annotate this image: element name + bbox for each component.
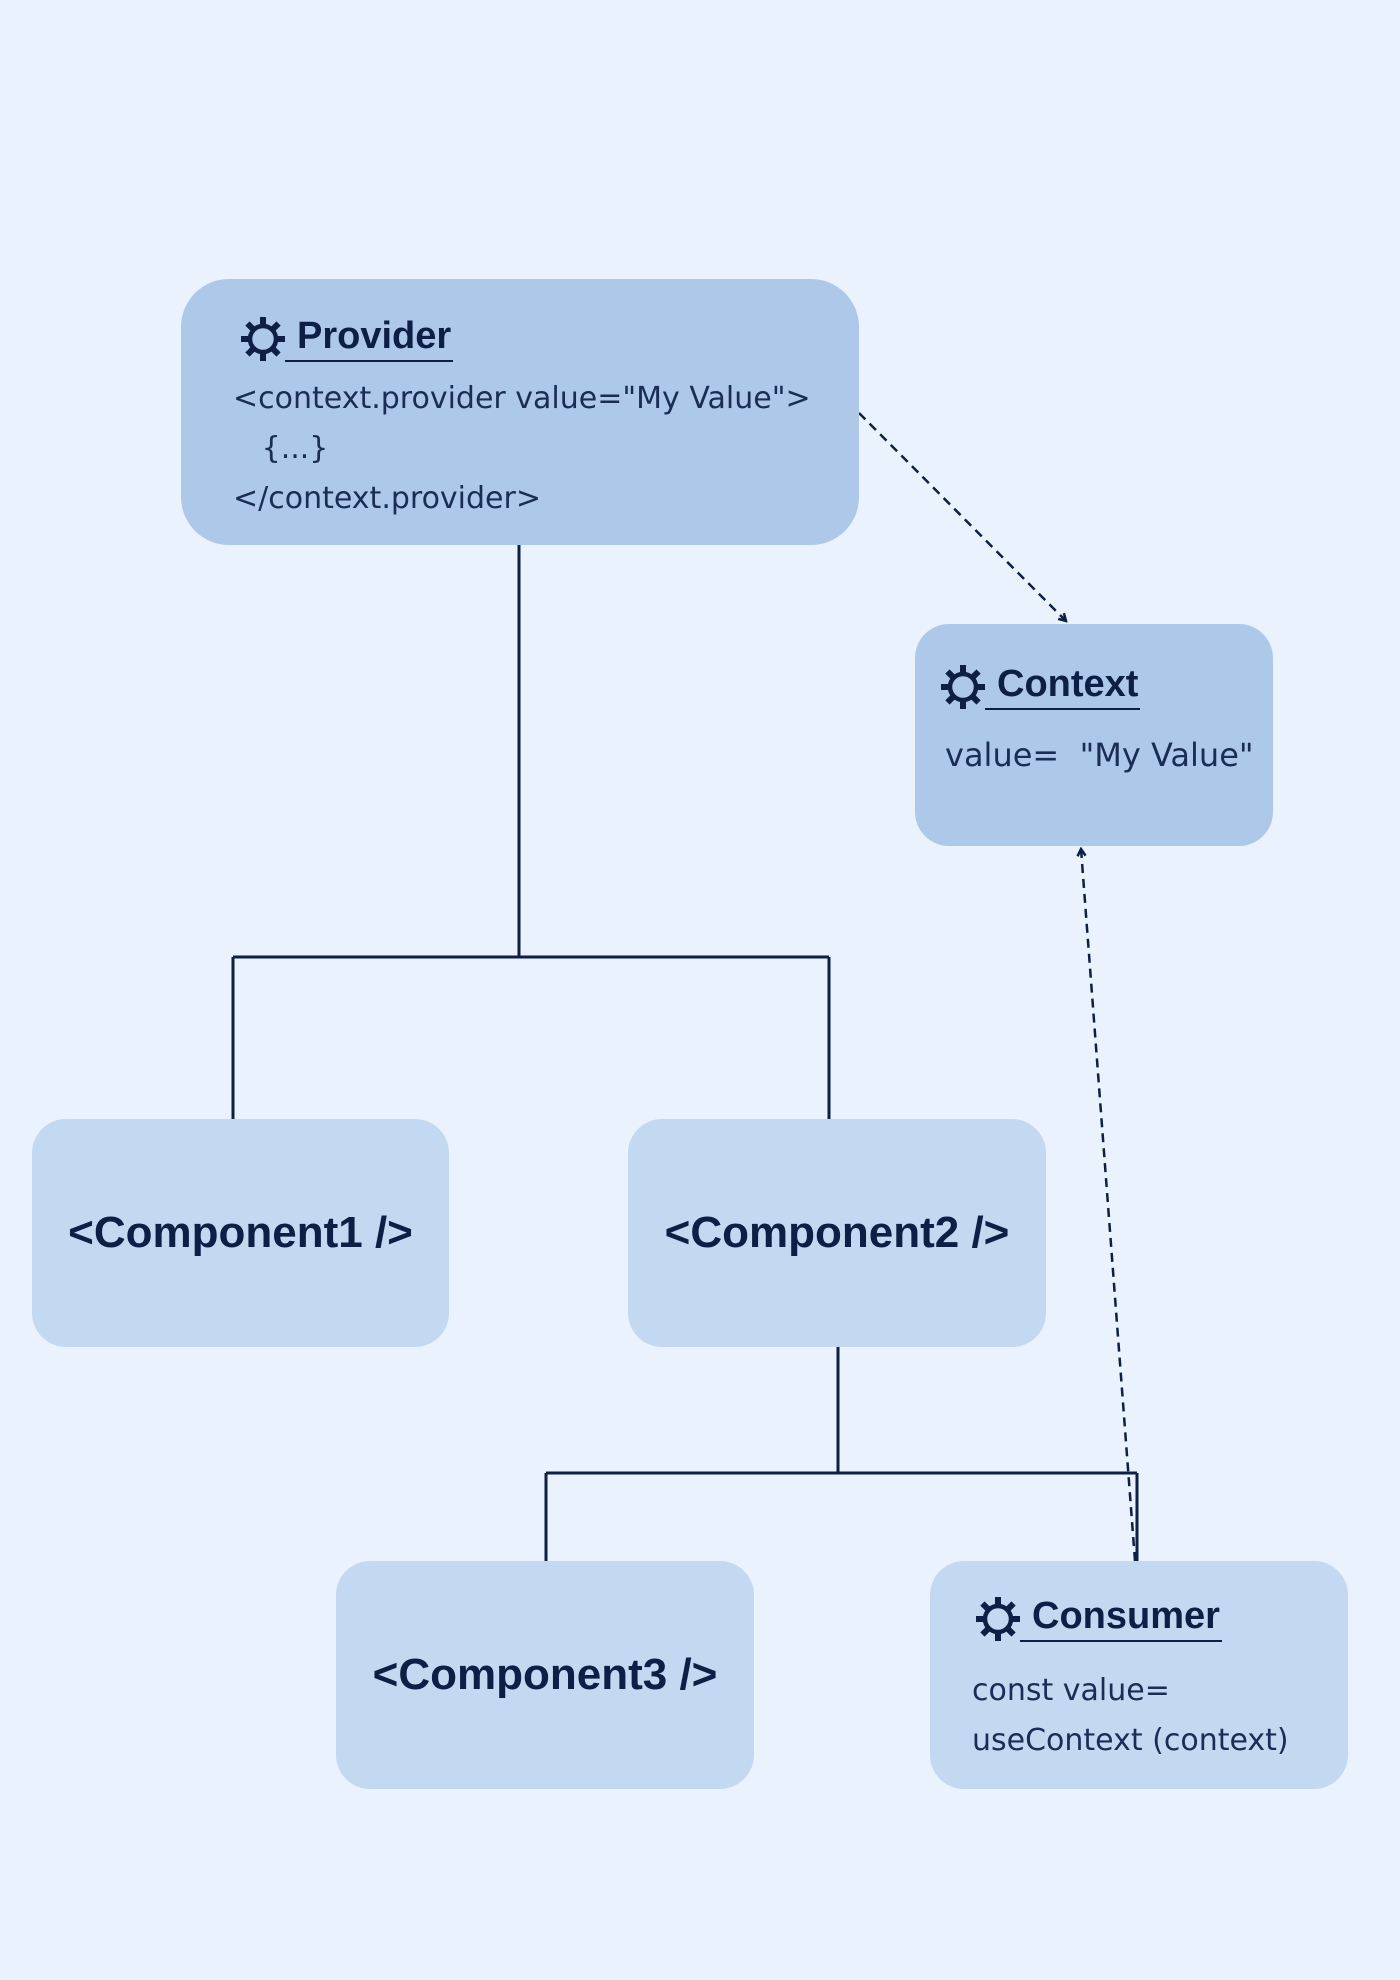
context-header: Context [939,663,1141,711]
component3-node: <Component3 /> [336,1561,754,1789]
component2-label: <Component2 /> [664,1208,1010,1257]
gear-icon [239,315,287,363]
code-line: </context.provider> [233,481,541,516]
consumer-to-context-arrow [1081,849,1137,1562]
consumer-node: Consumer const value= useContext (contex… [930,1561,1348,1789]
component2-node: <Component2 /> [628,1119,1046,1347]
provider-code: <context.provider value="My Value"> {...… [233,374,811,524]
provider-header: Provider [239,315,454,363]
provider-title: Provider [285,315,454,362]
component3-label: <Component3 /> [372,1650,718,1699]
context-title: Context [985,663,1141,710]
gear-icon [939,663,987,711]
component1-label: <Component1 /> [68,1208,413,1257]
provider-to-context-arrow [858,412,1066,621]
code-line: const value= [972,1673,1170,1708]
context-node: Context value= "My Value" [915,624,1273,846]
code-line: {...} [233,431,329,466]
provider-node: Provider <context.provider value="My Val… [181,279,859,545]
component1-node: <Component1 /> [32,1119,449,1347]
code-line: value= "My Value" [945,736,1254,774]
code-line: <context.provider value="My Value"> [233,381,811,416]
code-line: useContext (context) [972,1723,1289,1758]
consumer-title: Consumer [1020,1595,1222,1642]
context-code: value= "My Value" [945,730,1254,780]
gear-icon [974,1595,1022,1643]
consumer-code: const value= useContext (context) [972,1666,1289,1766]
consumer-header: Consumer [974,1595,1222,1643]
